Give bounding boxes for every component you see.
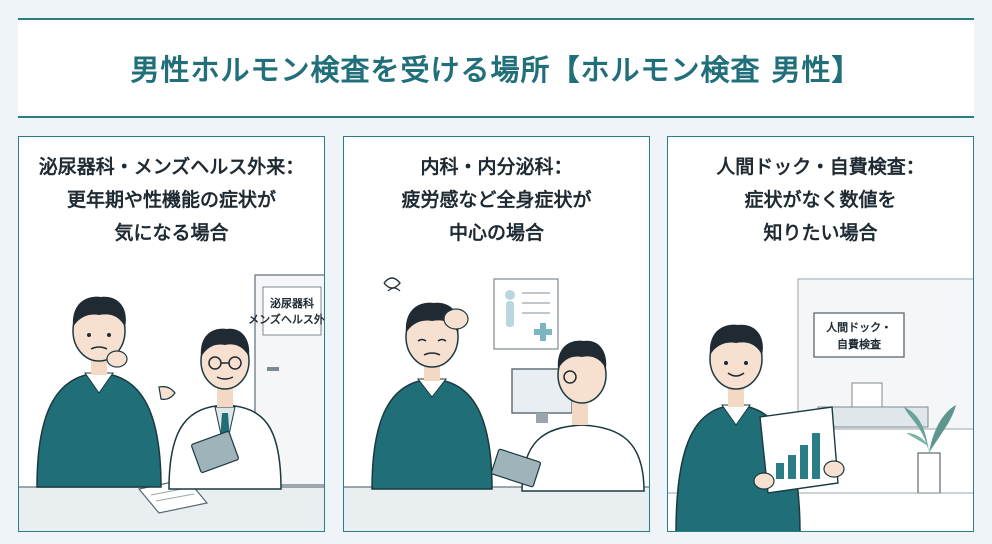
title-band: 男性ホルモン検査を受ける場所【ホルモン検査 男性】 <box>18 18 974 118</box>
doctor-figure <box>490 340 645 492</box>
caption-line: 更年期や性機能の症状が <box>66 189 276 211</box>
caption-line: 内科・内分泌科： <box>420 156 573 178</box>
health-checkup-illustration: 人間ドック・ 自費検査 <box>668 278 973 531</box>
page-title: 男性ホルモン検査を受ける場所【ホルモン検査 男性】 <box>130 53 862 87</box>
tired-patient-figure <box>371 277 493 490</box>
checkup-sign <box>813 312 905 358</box>
wall-sign-line: 自費検査 <box>837 337 881 351</box>
caption-line: 泌尿器科・メンズヘルス外来： <box>38 156 305 178</box>
panel-internal-medicine: 内科・内分泌科： 疲労感など全身症状が 中心の場合 <box>343 136 650 532</box>
anatomy-poster <box>493 278 559 350</box>
caption-line: 症状がなく数値を <box>744 189 897 211</box>
dizzy-icon <box>383 277 401 289</box>
caption-line: 中心の場合 <box>448 222 544 244</box>
door-sign-line: メンズヘルス外来 <box>248 312 325 326</box>
caption-line: 疲労感など全身症状が <box>401 189 592 211</box>
patient-figure <box>36 296 162 488</box>
door-sign-line: 泌尿器科 <box>270 296 314 310</box>
panel-health-checkup: 人間ドック・自費検査： 症状がなく数値を 知りたい場合 人間ドック・ 自費検査 <box>667 136 974 532</box>
caption-line: 気になる場合 <box>114 222 229 244</box>
door-handle-icon <box>267 367 279 371</box>
wall-sign-line: 人間ドック・ <box>826 320 892 334</box>
medical-cross-icon <box>534 323 552 341</box>
clipboard-icon <box>191 431 239 473</box>
caption-line: 知りたい場合 <box>763 222 878 244</box>
panel-urology: 泌尿器科・メンズヘルス外来： 更年期や性機能の症状が 気になる場合 泌尿器科 メ… <box>18 136 325 532</box>
clipboard-icon <box>490 448 542 488</box>
panel-caption: 泌尿器科・メンズヘルス外来： 更年期や性機能の症状が 気になる場合 <box>19 151 324 250</box>
panel-caption: 内科・内分泌科： 疲労感など全身症状が 中心の場合 <box>344 151 649 250</box>
caption-line: 人間ドック・自費検査： <box>716 156 925 178</box>
plant-icon <box>904 405 956 494</box>
report-chart-icon <box>753 406 845 494</box>
urology-consultation-illustration: 泌尿器科 メンズヘルス外来 <box>19 274 325 531</box>
internal-medicine-illustration <box>344 277 649 531</box>
doctor-figure <box>158 328 282 490</box>
panel-caption: 人間ドック・自費検査： 症状がなく数値を 知りたい場合 <box>668 151 973 250</box>
